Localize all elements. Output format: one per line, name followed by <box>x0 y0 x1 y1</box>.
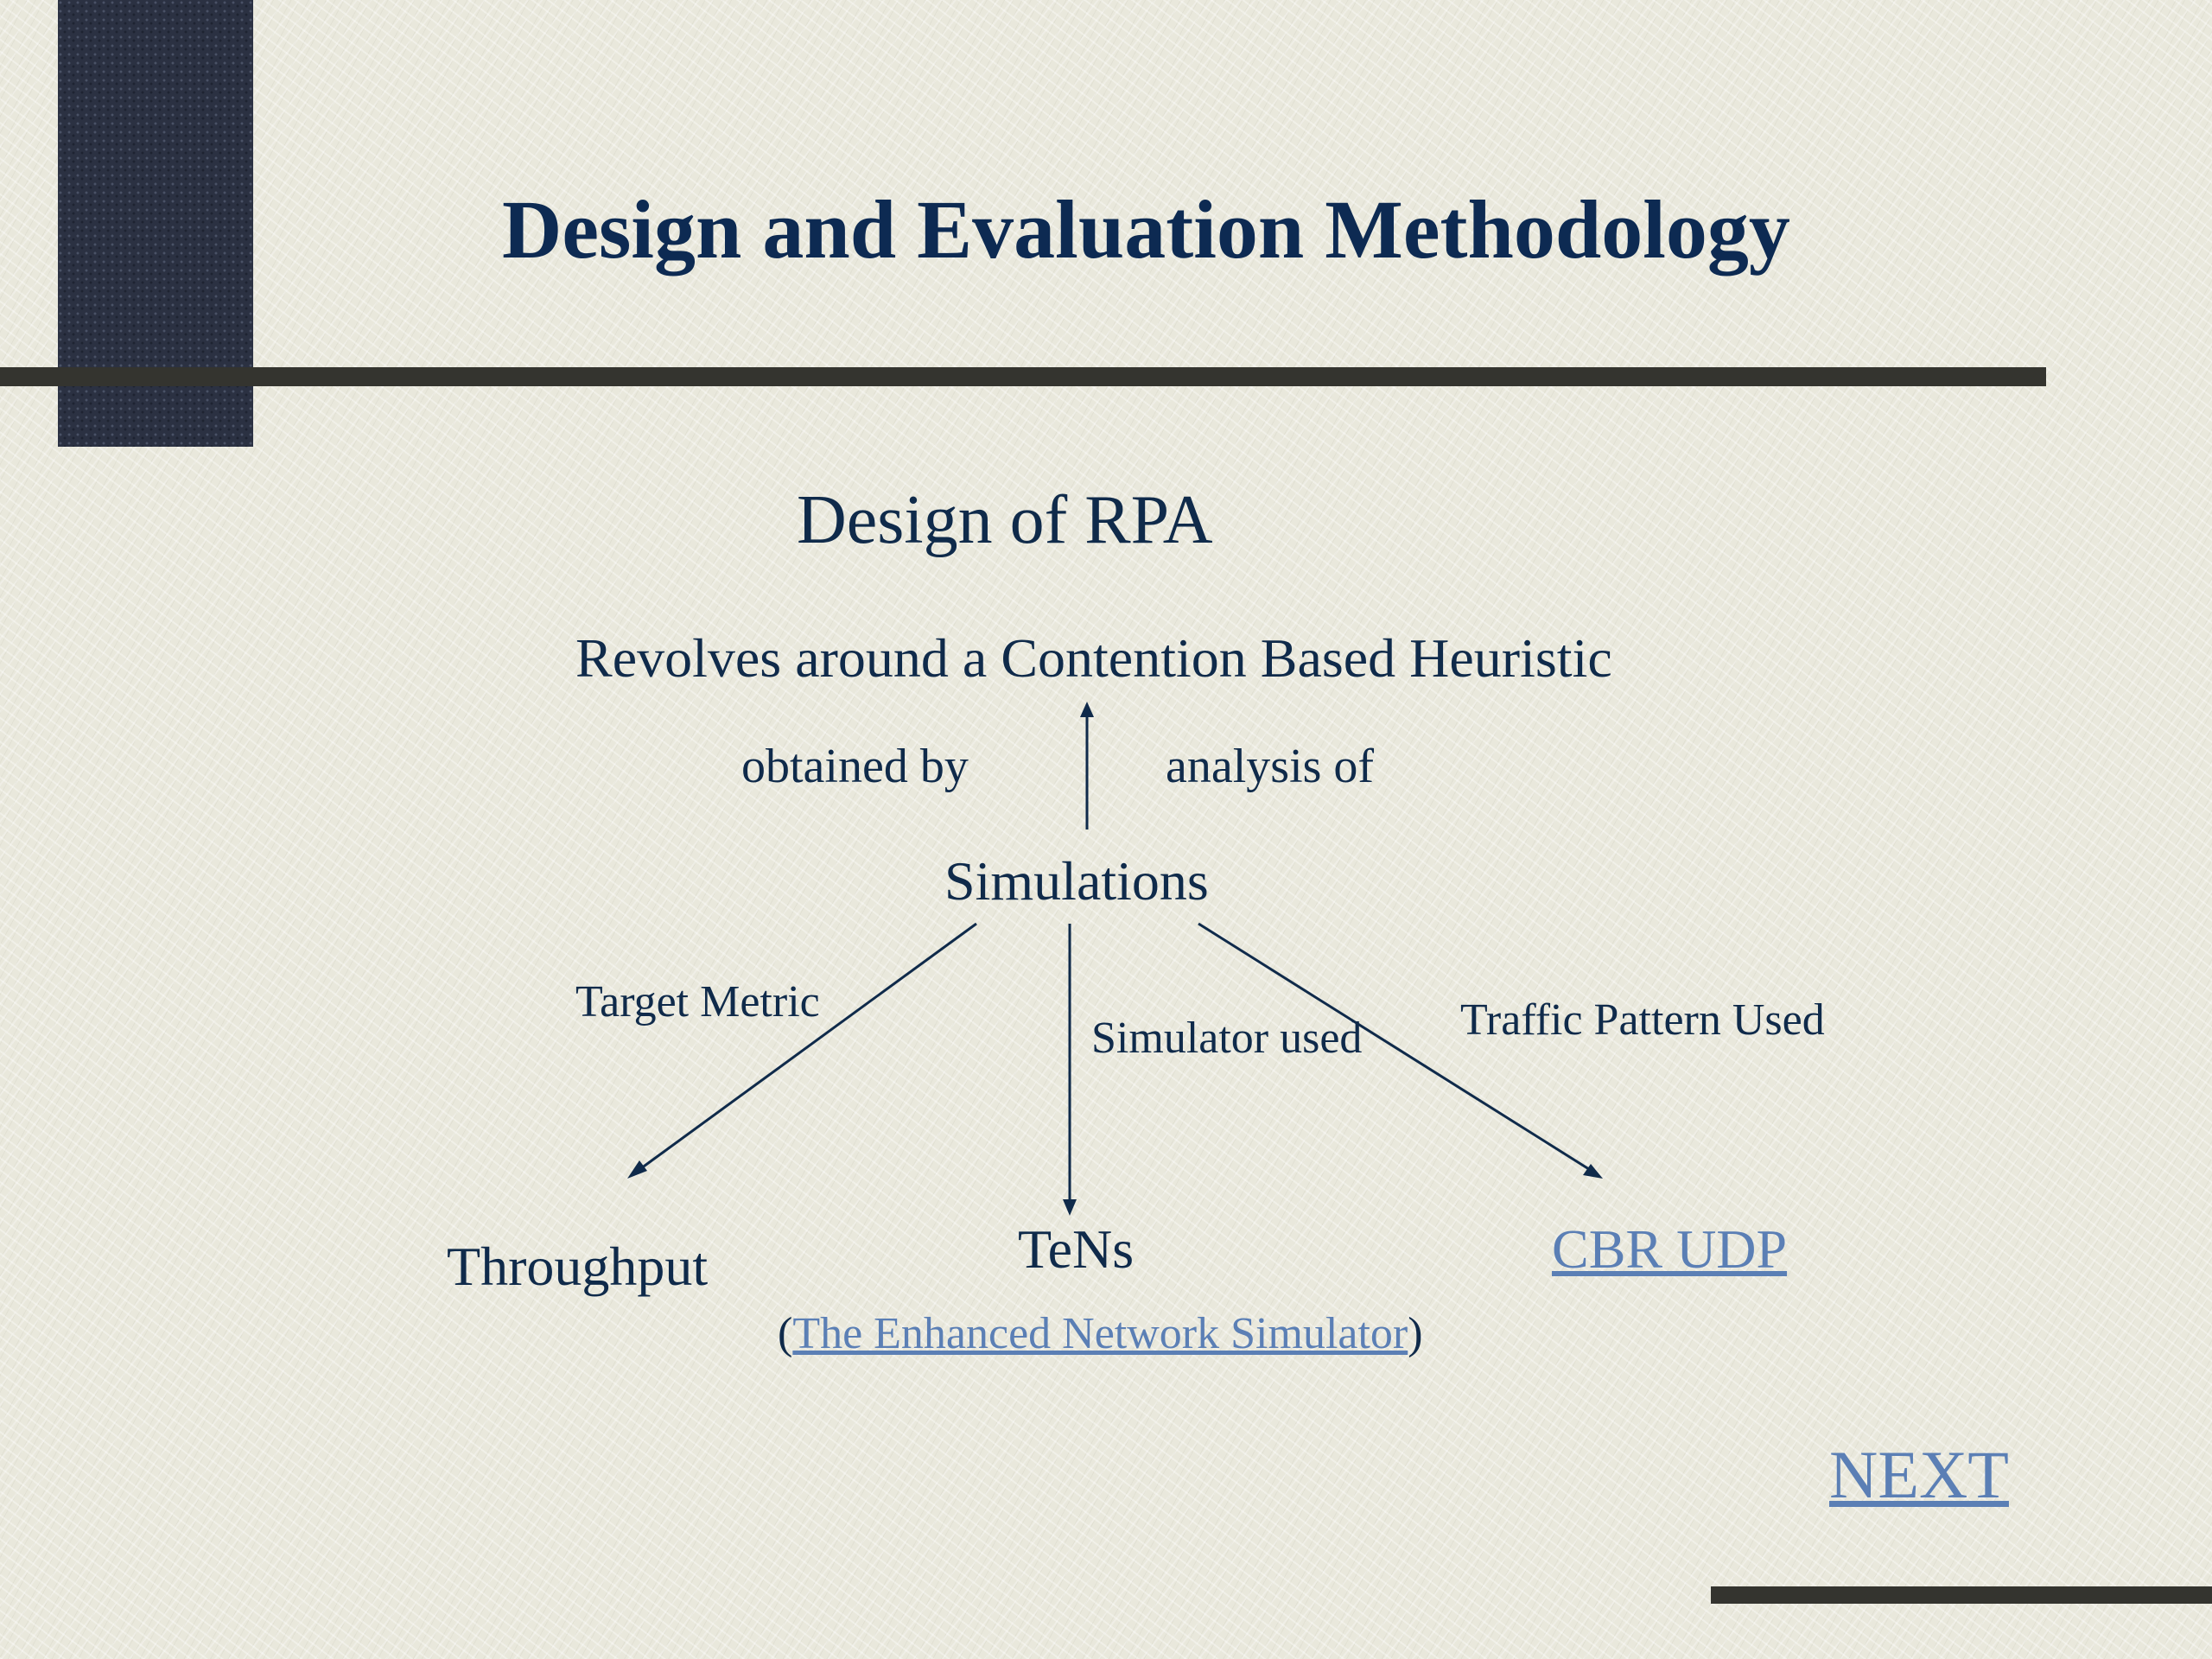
section-heading: Design of RPA <box>797 482 1213 558</box>
footer-divider-rule <box>1711 1586 2212 1604</box>
node-throughput: Throughput <box>447 1236 709 1297</box>
tens-description: (The Enhanced Network Simulator) <box>778 1312 1423 1357</box>
arrow-to-throughput <box>637 922 977 1173</box>
title-divider-rule <box>0 367 2046 386</box>
label-target-metric: Target Metric <box>575 977 820 1027</box>
cbr-udp-link[interactable]: CBR UDP <box>1552 1218 1788 1280</box>
heuristic-statement: Revolves around a Contention Based Heuri… <box>575 627 1612 689</box>
next-link[interactable]: NEXT <box>1829 1437 2009 1512</box>
enhanced-network-simulator-link[interactable]: The Enhanced Network Simulator <box>792 1309 1408 1358</box>
label-traffic-pattern-used: Traffic Pattern Used <box>1460 995 1825 1045</box>
label-obtained-by: obtained by <box>741 740 969 793</box>
slide-title: Design and Evaluation Methodology <box>502 183 1790 276</box>
paren-open: ( <box>778 1309 793 1358</box>
label-analysis-of: analysis of <box>1166 740 1375 793</box>
node-tens: TeNs <box>1018 1218 1135 1280</box>
paren-close: ) <box>1408 1309 1423 1358</box>
label-simulator-used: Simulator used <box>1091 1014 1363 1063</box>
node-simulations: Simulations <box>944 850 1209 912</box>
